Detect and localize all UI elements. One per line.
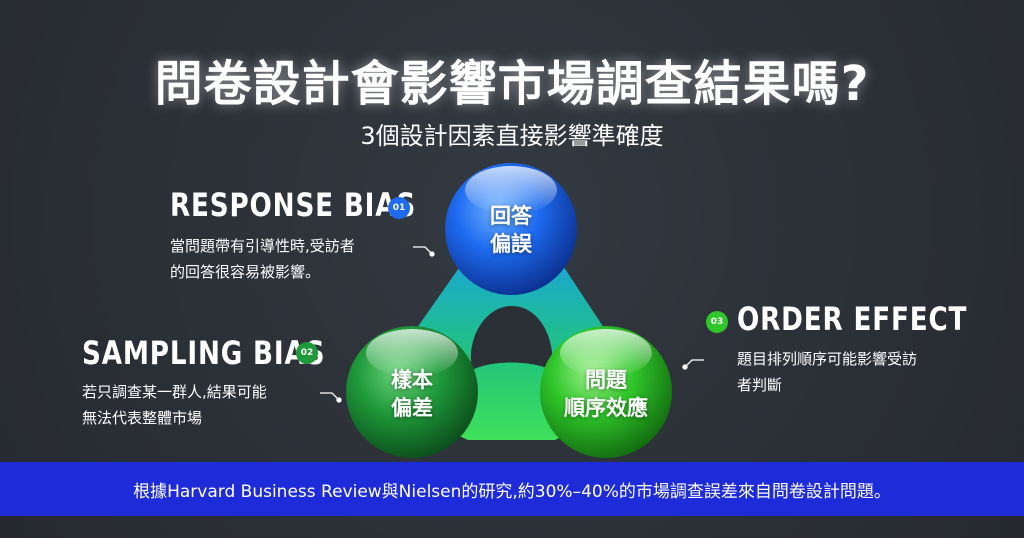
ball-response-bias <box>445 163 577 295</box>
pointer-line-01 <box>413 246 435 257</box>
number-badge-01: 01 <box>388 197 410 219</box>
ball-label-line: 問題 <box>585 368 627 392</box>
ball-label-order-effect: 問題 順序效應 <box>546 366 666 422</box>
ball-label-line: 樣本 <box>391 368 433 392</box>
page-subtitle: 3個設計因素直接影響準確度 <box>360 122 664 150</box>
desc-line: 題目排列順序可能影響受訪 <box>737 350 918 368</box>
desc-line: 若只調查某一群人,結果可能 <box>82 383 267 401</box>
number-badge-03: 03 <box>706 311 728 333</box>
desc-line: 當問題帶有引導性時,受訪者 <box>170 237 355 255</box>
heading-order-effect: ORDER EFFECT <box>737 300 968 338</box>
desc-response-bias: 當問題帶有引導性時,受訪者 的回答很容易被影響。 <box>170 233 355 285</box>
footer-text: 根據Harvard Business Review與Nielsen的研究,約30… <box>133 481 891 502</box>
pointer-line-02 <box>320 392 342 403</box>
heading-response-bias: RESPONSE BIAS <box>170 186 417 224</box>
heading-sampling-bias: SAMPLING BIAS <box>82 334 326 372</box>
ball-label-line: 偏誤 <box>490 232 532 256</box>
desc-line: 的回答很容易被影響。 <box>170 263 321 281</box>
ball-label-sampling-bias: 樣本 偏差 <box>352 366 472 422</box>
ball-label-response-bias: 回答 偏誤 <box>451 202 571 258</box>
desc-line: 無法代表整體市場 <box>82 409 203 427</box>
footer-banner: 根據Harvard Business Review與Nielsen的研究,約30… <box>0 462 1024 516</box>
ball-label-line: 順序效應 <box>564 396 648 420</box>
ball-label-line: 回答 <box>490 204 532 228</box>
pointer-line-03 <box>682 359 704 370</box>
ball-order-effect <box>540 326 672 458</box>
number-badge-02: 02 <box>296 342 318 364</box>
ball-label-line: 偏差 <box>391 396 433 420</box>
page-title: 問卷設計會影響市場調查結果嗎? <box>154 56 870 112</box>
ball-sampling-bias <box>346 326 478 458</box>
desc-order-effect: 題目排列順序可能影響受訪 者判斷 <box>737 346 917 398</box>
desc-line: 者判斷 <box>737 376 783 394</box>
desc-sampling-bias: 若只調查某一群人,結果可能 無法代表整體市場 <box>82 379 267 431</box>
